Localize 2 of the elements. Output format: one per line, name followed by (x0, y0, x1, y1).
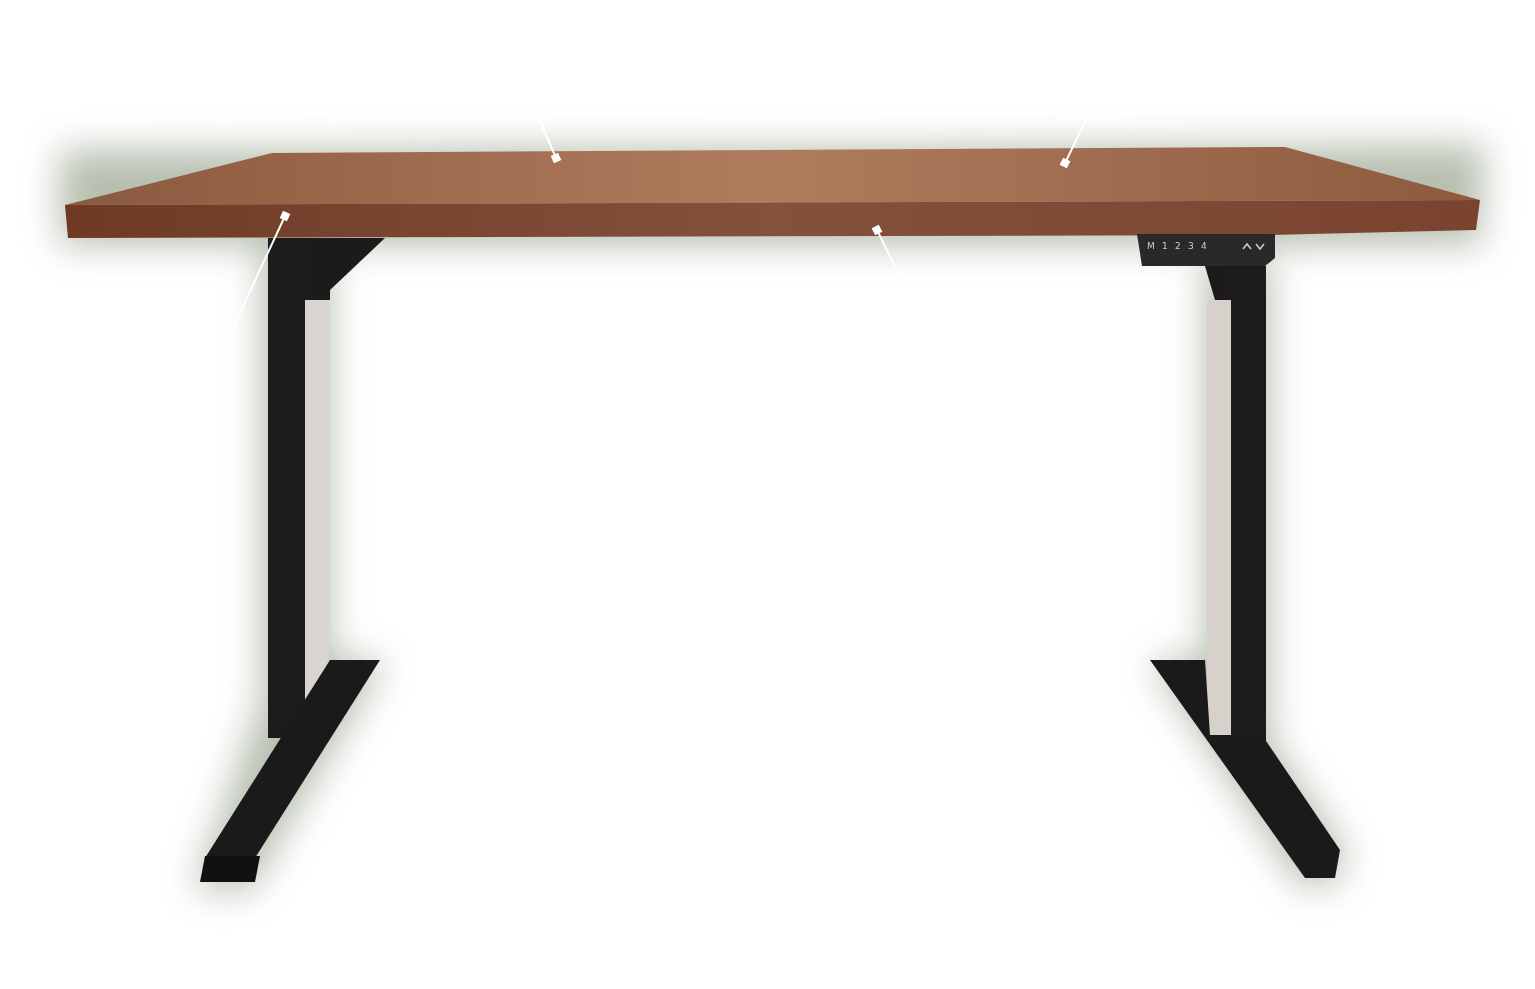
tabletop-edge (65, 200, 1480, 238)
tabletop-surface (65, 147, 1480, 205)
